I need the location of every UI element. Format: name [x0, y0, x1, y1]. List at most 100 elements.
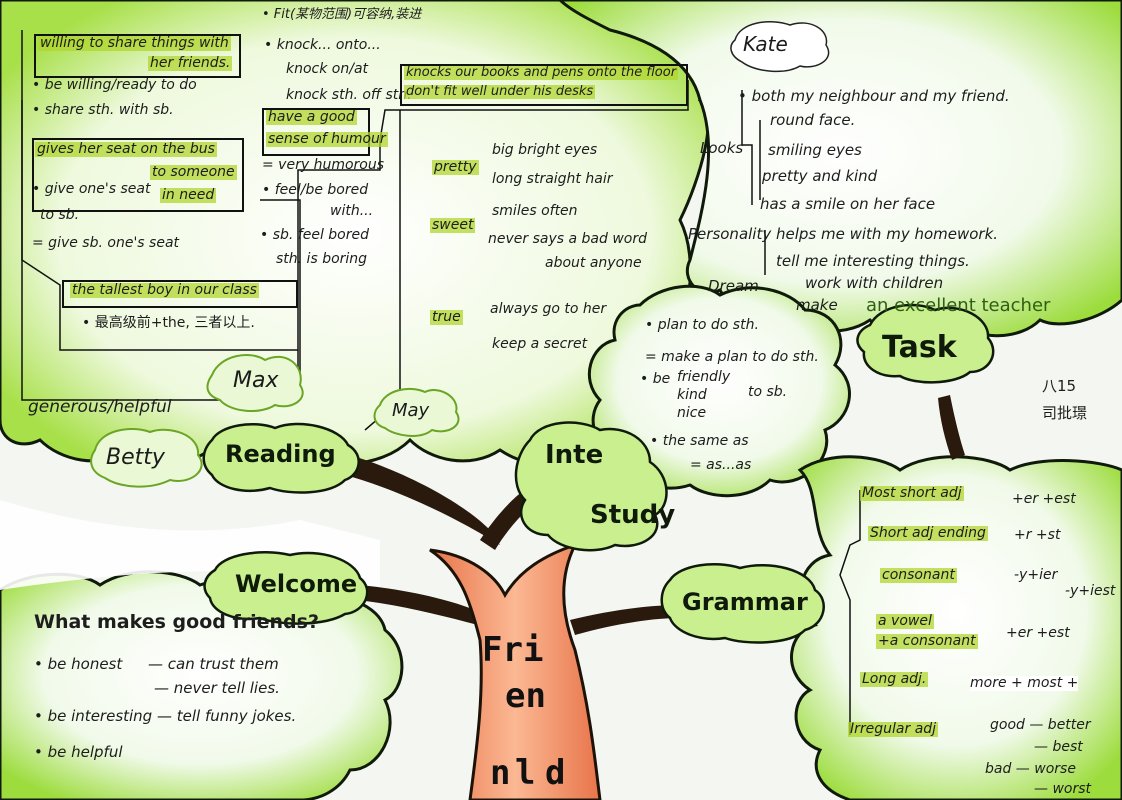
study-note-5: kind	[677, 387, 707, 403]
seat-point-1: • give one's seat	[32, 181, 151, 197]
kate-looks-point-2: smiling eyes	[768, 141, 862, 159]
welcome-point-2: • be interesting — tell funny jokes.	[34, 707, 297, 725]
knock-box-line1: knocks our books and pens onto the floor	[404, 65, 679, 81]
may-pretty-point-1: big bright eyes	[492, 142, 598, 158]
node-grammar: Grammar	[682, 588, 808, 616]
seat-box-line2: to someone	[150, 164, 237, 181]
kate-looks-point-4: has a smile on her face	[760, 195, 936, 213]
kate-looks-point-1: round face.	[770, 111, 856, 129]
may-pretty: pretty	[432, 159, 479, 176]
study-note-4: friendly	[677, 369, 731, 385]
welcome-point-1: • be honest	[34, 655, 123, 673]
seat-point-2: to sb.	[40, 207, 80, 223]
willing-point-2: • share sth. with sb.	[32, 102, 174, 118]
cloud-reading	[202, 422, 360, 494]
grammar-rule-4-line2: +a consonant	[876, 633, 978, 650]
willing-box	[34, 34, 241, 78]
trunk-title-mirrored-l: l	[515, 753, 536, 793]
branch-grammar	[570, 605, 680, 635]
humour-point-3: with...	[330, 203, 374, 219]
seat-box-line1: gives her seat on the bus	[35, 141, 217, 158]
welcome-point-1a: — can trust them	[148, 655, 279, 673]
branch-welcome	[358, 585, 478, 625]
humour-box-line1: have a good	[266, 109, 357, 126]
kate-looks-point-3: pretty and kind	[762, 167, 878, 185]
study-note-3: • be	[640, 371, 671, 387]
grammar-rule-5-suffix: more + most +	[970, 675, 1079, 692]
willing-point-1: • be willing/ready to do	[32, 77, 197, 93]
grammar-rule-5: Long adj.	[860, 671, 929, 688]
grammar-rule-2: Short adj ending	[868, 525, 988, 542]
study-note-9: = as...as	[690, 457, 752, 473]
study-note-7: to sb.	[748, 384, 788, 400]
trunk-title-mirrored-n: n	[490, 753, 511, 793]
tallest-note: • 最高级前+the, 三者以上.	[82, 315, 255, 331]
grammar-rule-2-suffix: +r +st	[1014, 527, 1061, 543]
author-name: 司批璟	[1042, 404, 1088, 422]
may-true-point-2: keep a secret	[492, 336, 588, 352]
grammar-rule-4-line1: a vowel	[876, 613, 934, 630]
tallest-box	[62, 280, 298, 308]
may-sweet-point-2: never says a bad word	[488, 231, 647, 247]
grammar-rule-4-suffix: +er +est	[1006, 625, 1070, 641]
humour-point-2: • feel/be bored	[262, 182, 369, 198]
may-sweet-point-3: about anyone	[545, 255, 642, 271]
humour-box-line2: sense of humour	[266, 131, 388, 148]
welcome-point-1b: — never tell lies.	[154, 679, 280, 697]
seat-box-line3: in need	[160, 187, 217, 204]
cloud-may	[373, 387, 460, 437]
kate-intro: • both my neighbour and my friend.	[738, 87, 1010, 105]
cloud-study	[514, 421, 668, 552]
grammar-rule-3-suffix: -y+ier	[1014, 567, 1058, 583]
study-note-2: = make a plan to do sth.	[645, 349, 819, 365]
trunk-title-line2: en	[505, 676, 546, 716]
branch-task	[938, 395, 965, 460]
grammar-rule-6: Irregular adj	[848, 721, 939, 738]
humour-point-4: • sb. feel bored	[260, 227, 369, 243]
may-true-point-1: always go to her	[490, 301, 607, 317]
may-true: true	[430, 309, 463, 326]
study-note-6: nice	[677, 405, 707, 421]
betty-trait: generous/helpful	[28, 397, 172, 417]
name-max: Max	[233, 368, 279, 393]
cloud-betty	[90, 428, 203, 488]
welcome-point-3: • be helpful	[34, 743, 123, 761]
grammar-rule-6-word-2: — best	[1034, 739, 1083, 755]
kate-personality-point-2: tell me interesting things.	[776, 252, 970, 270]
study-note-1: • plan to do sth.	[645, 317, 759, 333]
grammar-rule-3-suffix-2: -y+iest	[1065, 583, 1116, 599]
name-kate: Kate	[743, 32, 788, 56]
grammar-rule-3: consonant	[880, 567, 957, 584]
kate-looks-label: Looks	[700, 139, 744, 157]
node-integrated-study-line1: Inte	[545, 440, 604, 470]
node-reading: Reading	[225, 440, 336, 468]
knock-box-line2: don't fit well under his desks	[404, 84, 596, 100]
trunk-title-line3: d	[545, 753, 566, 793]
may-sweet: sweet	[430, 217, 476, 234]
kate-personality-label: Personality	[688, 225, 772, 243]
node-task: Task	[882, 330, 957, 365]
welcome-question: What makes good friends?	[34, 611, 319, 633]
knock-box	[400, 64, 688, 106]
cloud-grammar	[660, 562, 825, 644]
tallest-box-text: the tallest boy in our class	[70, 282, 259, 299]
name-may: May	[392, 400, 430, 421]
may-sweet-point-1: smiles often	[492, 203, 578, 219]
canopy-grammar	[790, 455, 1122, 800]
knock-point-2: knock on/at	[286, 61, 369, 77]
kate-dream-value: an excellent teacher	[866, 295, 1051, 316]
cloud-max	[206, 354, 304, 412]
grammar-rule-6-word-3: bad — worse	[985, 761, 1076, 777]
cloud-welcome	[203, 551, 369, 625]
may-pretty-point-2: long straight hair	[492, 171, 613, 187]
humour-point-5: sth. is boring	[276, 251, 368, 267]
grammar-rule-6-word-4: — worst	[1034, 781, 1092, 797]
name-betty: Betty	[106, 445, 165, 470]
knock-point-1: • knock... onto...	[264, 37, 381, 53]
cloud-task	[856, 303, 995, 384]
author-class: 八15	[1042, 377, 1077, 395]
study-note-8: • the same as	[650, 433, 749, 449]
cloud-kate	[730, 21, 830, 73]
seat-point-3: = give sb. one's seat	[32, 235, 180, 251]
